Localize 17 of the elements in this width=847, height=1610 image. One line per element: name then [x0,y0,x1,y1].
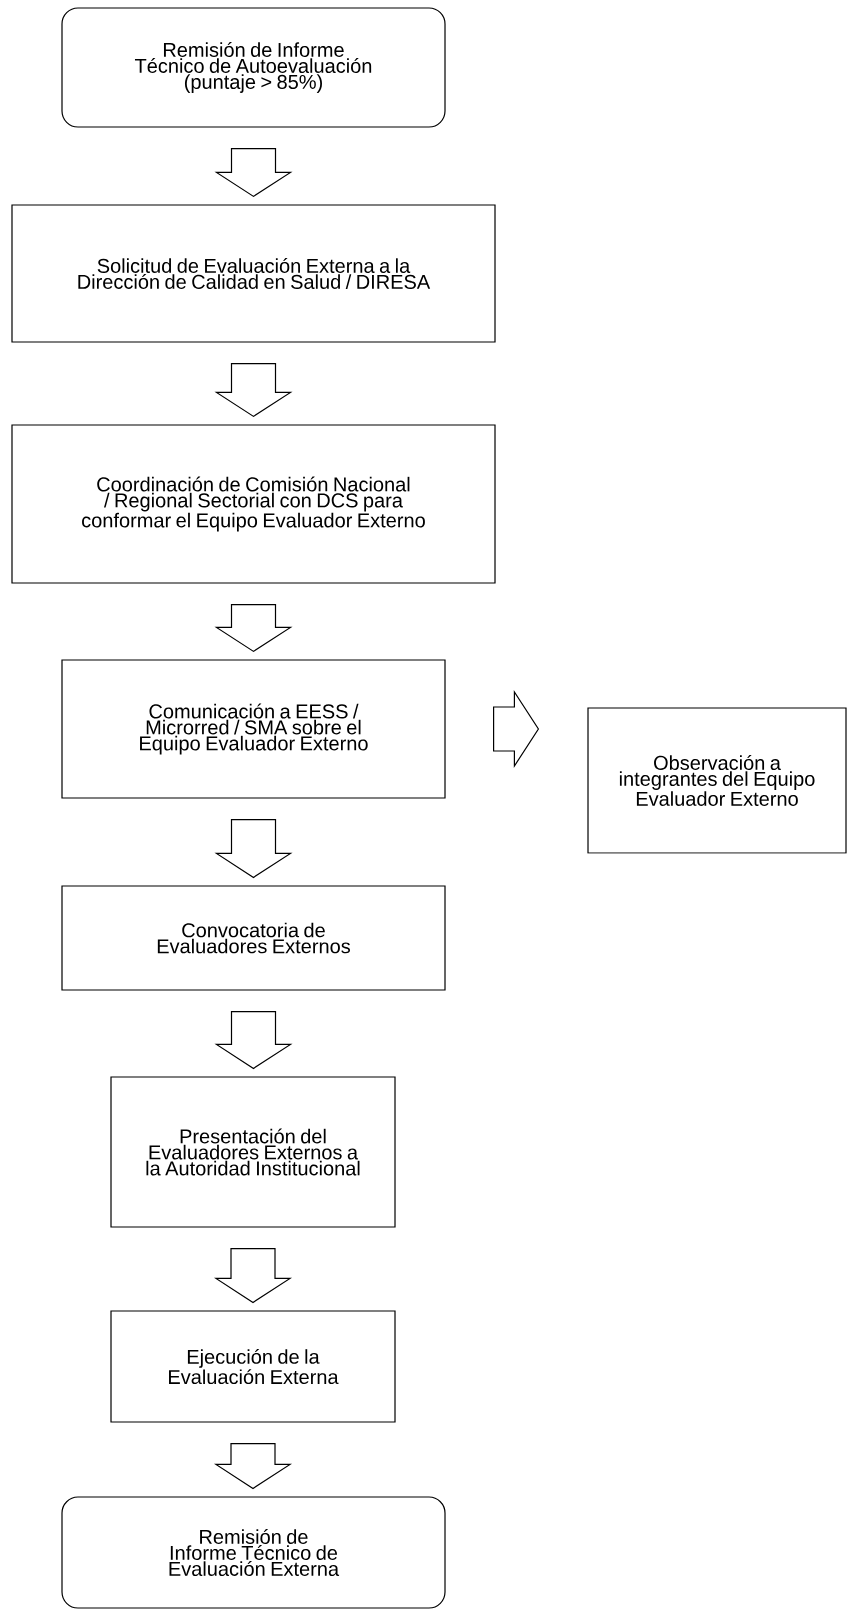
process-box: Comunicación a EESS / Microrred / SMA sobre el Equipo Evaluador Externo [61,659,446,799]
process-box: Coordinación de Comisión Nacional / Regional Sectorial con DCS para conformar el Equipo Evaluador Externo [11,424,496,584]
block-arrow [213,1443,293,1490]
block-arrow [493,690,540,769]
terminal-box: Remisión de Informe Técnico de Evaluación Externa [61,1496,446,1609]
process-box: Ejecución de la Evaluación Externa [110,1310,396,1423]
terminal-box: Remisión de Informe Técnico de Autoevaluación (puntaje > 85%) [61,7,446,128]
block-arrow [214,819,293,879]
block-arrow [214,363,293,418]
process-box: Convocatoria de Evaluadores Externos [61,885,446,991]
block-arrow [214,148,293,198]
block-arrow [214,604,293,653]
block-arrow [213,1248,293,1304]
process-box: Presentación del Evaluadores Externos a la Autoridad Institucional [110,1076,396,1228]
block-arrow [214,1011,293,1070]
process-box: Solicitud de Evaluación Externa a la Dirección de Calidad en Salud / DIRESA [11,204,496,343]
process-box: Observación a integrantes del Equipo Evaluador Externo [587,707,847,854]
